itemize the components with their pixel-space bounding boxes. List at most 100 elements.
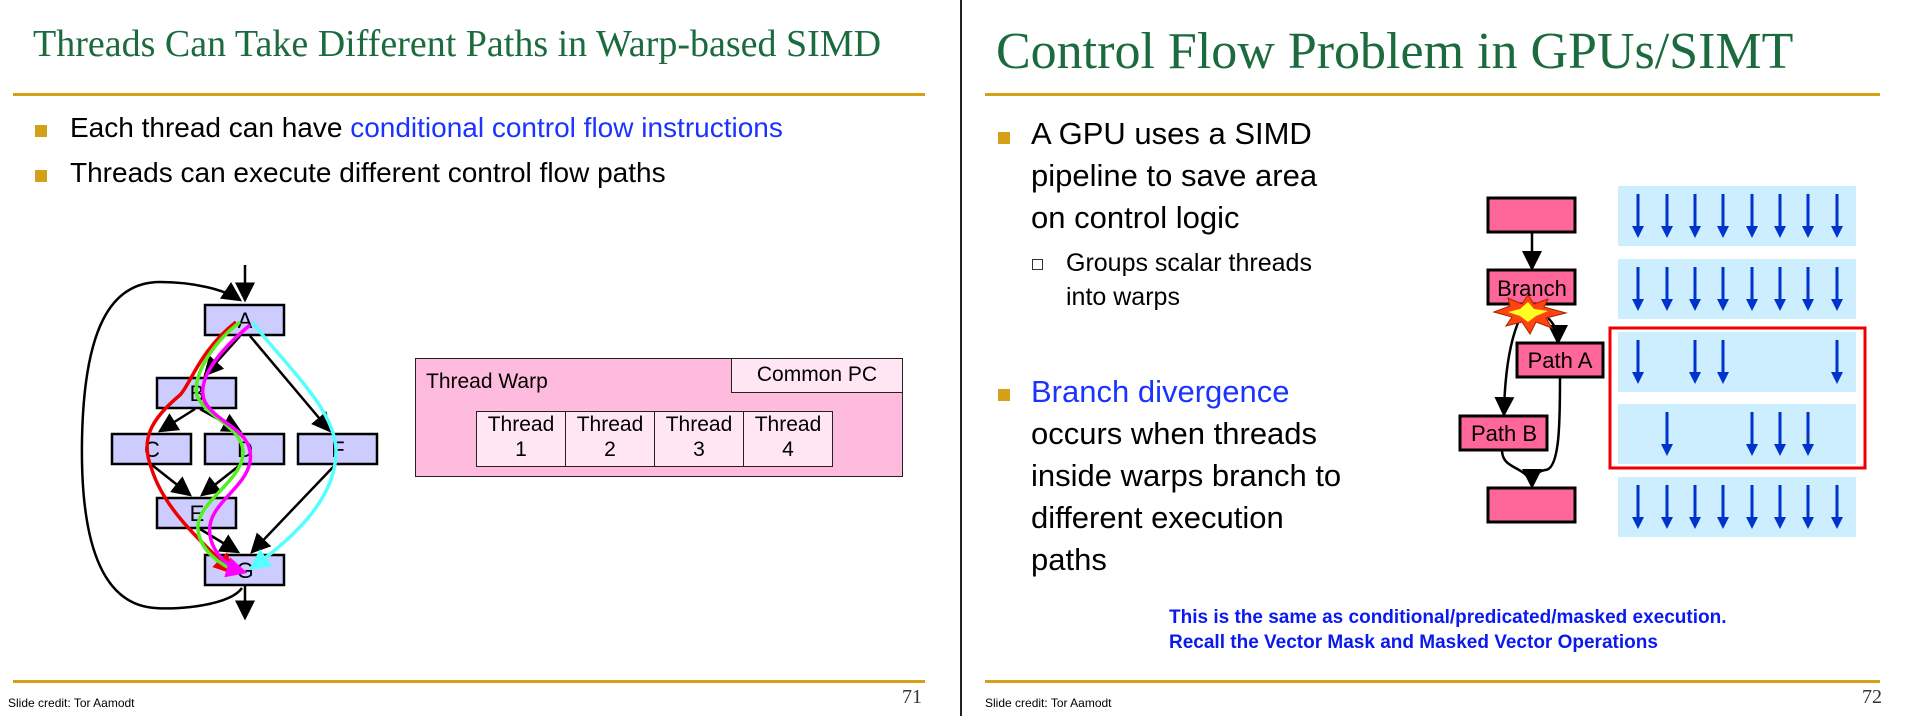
branch-label: Branch [1497, 276, 1567, 301]
thread-arrowhead-icon [1802, 517, 1814, 529]
thread-number: 1 [515, 438, 527, 461]
thread-arrowhead-icon [1632, 226, 1644, 238]
title-divider [985, 93, 1880, 96]
note-line: Recall the Vector Mask and Masked Vector… [1169, 632, 1658, 653]
warp-lane-row [1618, 404, 1856, 464]
thread-arrowhead-icon [1774, 226, 1786, 238]
thread-arrowhead-icon [1717, 372, 1729, 384]
thread-arrowhead-icon [1632, 372, 1644, 384]
warp-lane-row [1618, 332, 1856, 392]
thread-arrowhead-icon [1689, 299, 1701, 311]
cfg-node-c [110, 432, 193, 466]
flow-block-end [1486, 486, 1577, 524]
flow-block-start [1486, 196, 1577, 234]
thread-warp-label: Thread Warp [426, 370, 548, 393]
bullet-line: pipeline to save area [1031, 158, 1318, 193]
bullet-text: Each thread can have [70, 112, 351, 143]
page-number: 71 [902, 686, 922, 708]
bullet-item: Threads can execute different control fl… [70, 157, 666, 188]
thread-arrowhead-icon [1774, 444, 1786, 456]
bullet-icon [35, 125, 47, 137]
thread-arrowhead-icon [1717, 226, 1729, 238]
thread-arrowhead-icon [1802, 299, 1814, 311]
divergence-highlight-box [1608, 326, 1867, 470]
note-text: This is the same as conditional/predicat… [1169, 605, 1727, 655]
slide-title: Control Flow Problem in GPUs/SIMT [996, 23, 1794, 80]
thread-path-magenta [201, 323, 253, 578]
thread-arrowhead-icon [1746, 517, 1758, 529]
thread-arrowhead-icon [1774, 517, 1786, 529]
bullet-item: Branch divergence occurs when threads in… [1031, 371, 1341, 581]
thread-arrowhead-icon [1661, 444, 1673, 456]
thread-arrowhead-icon [1802, 226, 1814, 238]
bullet-line: different execution [1031, 500, 1284, 535]
thread-arrowhead-icon [1746, 226, 1758, 238]
bullet-line: paths [1031, 542, 1107, 577]
footer-divider [13, 680, 925, 683]
bullet-item: Each thread can have conditional control… [70, 112, 783, 144]
thread-arrowhead-icon [1831, 226, 1843, 238]
thread-arrowhead-icon [1831, 372, 1843, 384]
warp-lane-row [1618, 477, 1856, 537]
thread-path-red [145, 320, 238, 575]
thread-number: 4 [782, 438, 794, 461]
thread-arrowhead-icon [1689, 226, 1701, 238]
thread-arrowhead-icon [1632, 299, 1644, 311]
thread-arrowhead-icon [1661, 517, 1673, 529]
bullet-line: occurs when threads [1031, 416, 1318, 451]
slide-credit: Slide credit: Tor Aamodt [8, 696, 135, 710]
path-b-label: Path B [1471, 421, 1537, 446]
thread-arrowhead-icon [1689, 372, 1701, 384]
bullet-highlight: conditional control flow instructions [350, 112, 783, 143]
footer-divider [985, 680, 1880, 683]
thread-name: Thread [665, 413, 733, 436]
bullet-item: A GPU uses a SIMD pipeline to save area … [1031, 113, 1317, 239]
common-pc-box: Common PC [731, 358, 902, 393]
bullet-line: A GPU uses a SIMD [1031, 116, 1312, 151]
bullet-icon [998, 389, 1010, 401]
thread-name: Thread [754, 413, 822, 436]
sub-bullet-item: Groups scalar threads into warps [1066, 246, 1312, 314]
thread-arrowhead-icon [1632, 517, 1644, 529]
thread-number: 3 [693, 438, 705, 461]
bullet-line: inside warps branch to [1031, 458, 1342, 493]
thread-number: 2 [604, 438, 616, 461]
thread-arrowhead-icon [1717, 299, 1729, 311]
thread-arrowhead-icon [1717, 517, 1729, 529]
warp-lane-row [1618, 259, 1856, 319]
bullet-line: on control logic [1031, 200, 1240, 235]
thread-arrowhead-icon [1661, 299, 1673, 311]
path-a-label: Path A [1528, 348, 1593, 373]
thread-arrowhead-icon [1746, 444, 1758, 456]
thread-path-green [194, 320, 245, 574]
page-number: 72 [1862, 686, 1882, 708]
sub-bullet-icon [1032, 259, 1043, 270]
thread-name: Thread [576, 413, 644, 436]
flow-block-branch [1486, 268, 1577, 306]
thread-arrowhead-icon [1774, 299, 1786, 311]
thread-arrowhead-icon [1831, 517, 1843, 529]
sub-bullet-line: into warps [1066, 283, 1180, 311]
loop-back-edge [80, 280, 244, 610]
bullet-highlight: Branch divergence [1031, 374, 1290, 409]
sub-bullet-line: Groups scalar threads [1066, 249, 1312, 277]
thread-arrowhead-icon [1661, 226, 1673, 238]
warp-lane-row [1618, 186, 1856, 246]
thread-path-cyan [249, 320, 338, 571]
thread-name: Thread [487, 413, 555, 436]
thread-arrowhead-icon [1689, 517, 1701, 529]
thread-arrowhead-icon [1802, 444, 1814, 456]
divergence-burst-icon [1492, 294, 1568, 335]
title-divider [13, 93, 925, 96]
flow-block-path-b [1458, 414, 1549, 452]
slide-separator [960, 0, 962, 716]
simd-lanes [1618, 186, 1856, 537]
slide-credit: Slide credit: Tor Aamodt [985, 696, 1112, 710]
bullet-icon [998, 132, 1010, 144]
